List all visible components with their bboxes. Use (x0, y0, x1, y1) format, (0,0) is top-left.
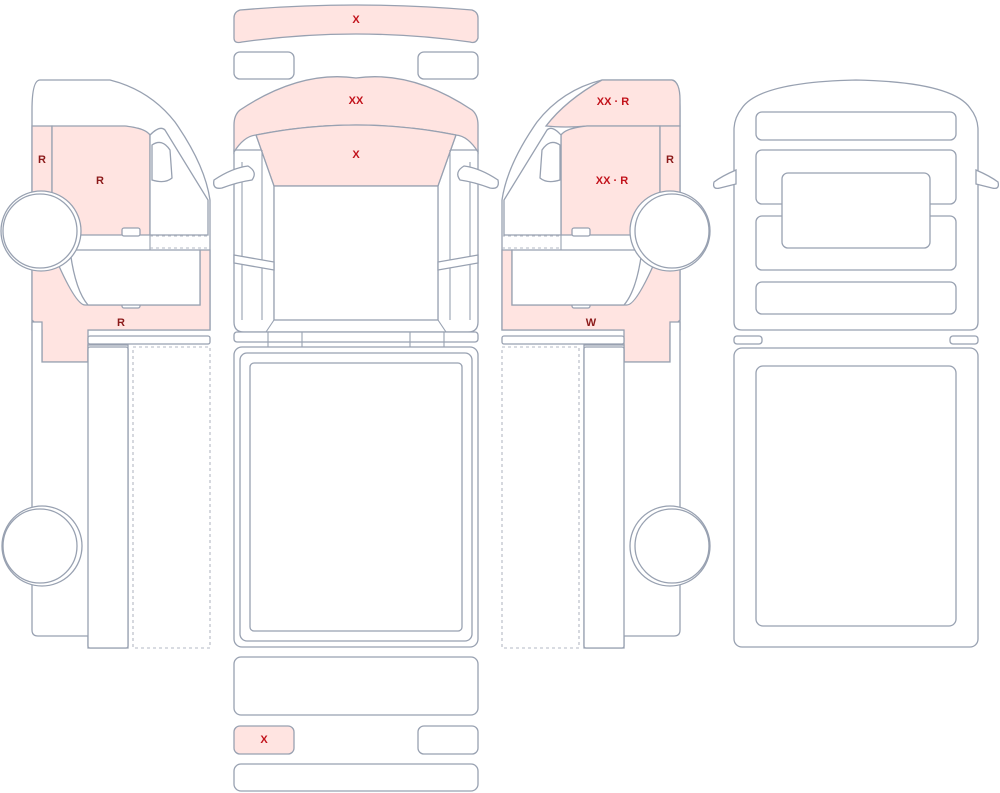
left-pillar-label: R (38, 154, 46, 166)
front-cargo-roof-inner (249, 362, 463, 632)
front-bar-right (437, 254, 479, 271)
left-rear-door (87, 346, 129, 649)
right-rail-top (501, 335, 625, 345)
rear-panel-small-left[interactable] (233, 725, 295, 755)
rear-tab-left (733, 335, 763, 345)
right-upper-cab-label: XX · R (597, 96, 629, 108)
windshield-label: X (352, 149, 360, 161)
rear-mirror-right (975, 169, 1000, 190)
rear-cargo-panel (755, 365, 957, 627)
rear-slot-1 (755, 111, 957, 141)
rear-panel-large (233, 656, 479, 716)
rear-tab-right (949, 335, 979, 345)
rear-mirror-left (712, 169, 737, 190)
right-door-label: XX · R (596, 175, 628, 187)
front-mirror-right (457, 165, 499, 189)
rear-bumper (233, 763, 479, 792)
rear-view (712, 79, 1000, 648)
front-view: X XX X X (213, 4, 499, 792)
rear-panel-small-right (417, 725, 479, 755)
right-upper-cab[interactable] (544, 79, 681, 128)
rear-slot-4 (755, 281, 957, 315)
right-door-handle-top (571, 227, 591, 237)
right-rear-door (583, 346, 625, 649)
right-sliding-door-track (501, 346, 580, 649)
left-door-handle-top (121, 227, 141, 237)
left-front-door-label: R (96, 175, 104, 187)
front-roof-strip[interactable] (233, 4, 479, 44)
right-front-wheel (634, 193, 710, 269)
left-sliding-door-track (132, 346, 211, 649)
front-grille (273, 185, 439, 321)
left-mirror (151, 141, 173, 183)
front-bumper-bar (233, 331, 479, 343)
front-roof[interactable] (233, 76, 479, 155)
front-mirror-left (213, 165, 255, 189)
front-lamp-right (417, 51, 479, 80)
rear-small-panel-label: X (260, 734, 268, 746)
right-lower-inner (511, 249, 643, 306)
right-rear-wheel (634, 508, 710, 584)
right-pillar-label: R (666, 154, 674, 166)
left-side-view: R R R (0, 79, 211, 649)
left-rail-top (87, 335, 211, 345)
left-lower-sill-label: R (117, 317, 125, 329)
roof-strip-label: X (352, 14, 360, 26)
front-bar-left (233, 254, 275, 271)
right-side-view: XX · R XX · R R W (501, 79, 711, 649)
left-lower-inner (69, 249, 201, 306)
front-lamp-left (233, 51, 295, 80)
rear-center-window (781, 172, 931, 249)
right-mirror (539, 141, 561, 183)
right-lower-sill-label: W (586, 317, 597, 329)
roof-front-label: XX (349, 95, 364, 107)
left-front-wheel (2, 193, 78, 269)
left-rear-wheel (2, 508, 78, 584)
